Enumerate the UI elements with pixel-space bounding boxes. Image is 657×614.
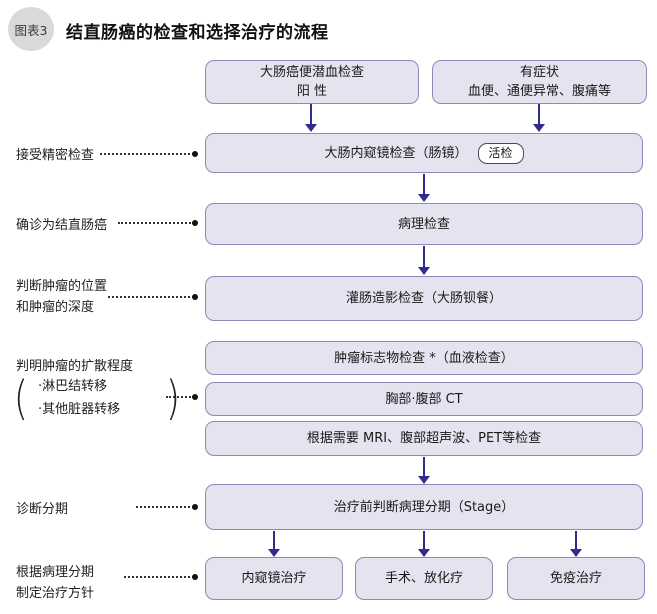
symptoms-line2: 血便、通便异常、腹痛等 xyxy=(467,84,611,99)
arrow-down-icon xyxy=(310,104,312,124)
spread-item-organ: ·其他脏器转移 xyxy=(37,402,121,417)
pathology-box: 病理检查 xyxy=(205,203,643,245)
screening-line1: 大肠癌便潜血检查 xyxy=(259,65,364,80)
dotted-leader xyxy=(100,151,198,157)
dotted-leader xyxy=(108,294,198,300)
stage-box: 治疗前判断病理分期（Stage） xyxy=(205,484,643,530)
label-tumor-position: 判断肿瘤的位置 和肿瘤的深度 xyxy=(16,276,107,318)
label-treatment-policy-line2: 制定治疗方针 xyxy=(16,586,95,601)
spread-items: ·淋巴结转移 ·其他脏器转移 xyxy=(38,375,156,421)
bracket-open: ( xyxy=(13,371,29,425)
screening-positive-box: 大肠癌便潜血检查 阳 性 xyxy=(205,60,419,104)
arrow-down-icon xyxy=(538,104,540,124)
mri-pet-box: 根据需要 MRI、腹部超声波、PET等检查 xyxy=(205,421,643,456)
surgery-chemo-box: 手术、放化疗 xyxy=(355,557,493,600)
colonoscopy-label: 大肠内窥镜检查（肠镜） xyxy=(324,145,468,161)
immunotherapy-box: 免疫治疗 xyxy=(507,557,645,600)
label-spread-title: 判明肿瘤的扩散程度 xyxy=(16,359,134,374)
arrow-down-icon xyxy=(423,457,425,476)
arrow-down-icon xyxy=(575,531,577,549)
figure-badge: 图表3 xyxy=(8,7,54,51)
arrow-down-icon xyxy=(423,174,425,194)
spread-item-lymph: ·淋巴结转移 xyxy=(37,379,108,394)
barium-enema-box: 灌肠造影检查（大肠钡餐） xyxy=(205,276,643,321)
endoscopic-treatment-box: 内窥镜治疗 xyxy=(205,557,343,600)
screening-line2: 阳 性 xyxy=(296,84,328,99)
dotted-leader xyxy=(118,220,198,226)
ct-box: 胸部·腹部 CT xyxy=(205,382,643,416)
label-confirm-diagnosis: 确诊为结直肠癌 xyxy=(16,218,108,233)
page-title: 结直肠癌的检查和选择治疗的流程 xyxy=(66,23,329,43)
spread-bracket-group: ( ·淋巴结转移 ·其他脏器转移 ) xyxy=(12,372,182,424)
label-treatment-policy-line1: 根据病理分期 xyxy=(16,565,95,580)
label-detailed-exam: 接受精密检查 xyxy=(16,148,95,163)
label-treatment-policy: 根据病理分期 制定治疗方针 xyxy=(16,562,94,604)
tumor-marker-box: 肿瘤标志物检查 *（血液检查） xyxy=(205,341,643,375)
dotted-leader xyxy=(124,574,198,580)
arrow-down-icon xyxy=(423,531,425,549)
bracket-close: ) xyxy=(165,371,181,425)
arrow-down-icon xyxy=(423,246,425,267)
biopsy-tag: 活检 xyxy=(477,142,524,164)
arrow-down-icon xyxy=(273,531,275,549)
dotted-leader xyxy=(136,504,198,510)
label-staging: 诊断分期 xyxy=(16,502,69,517)
symptoms-line1: 有症状 xyxy=(519,65,559,80)
label-tumor-position-line1: 判断肿瘤的位置 xyxy=(16,279,108,294)
dotted-leader xyxy=(166,394,198,400)
symptoms-box: 有症状 血便、通便异常、腹痛等 xyxy=(432,60,647,104)
colonoscopy-box: 大肠内窥镜检查（肠镜） 活检 xyxy=(205,133,643,173)
label-tumor-position-line2: 和肿瘤的深度 xyxy=(16,300,95,315)
